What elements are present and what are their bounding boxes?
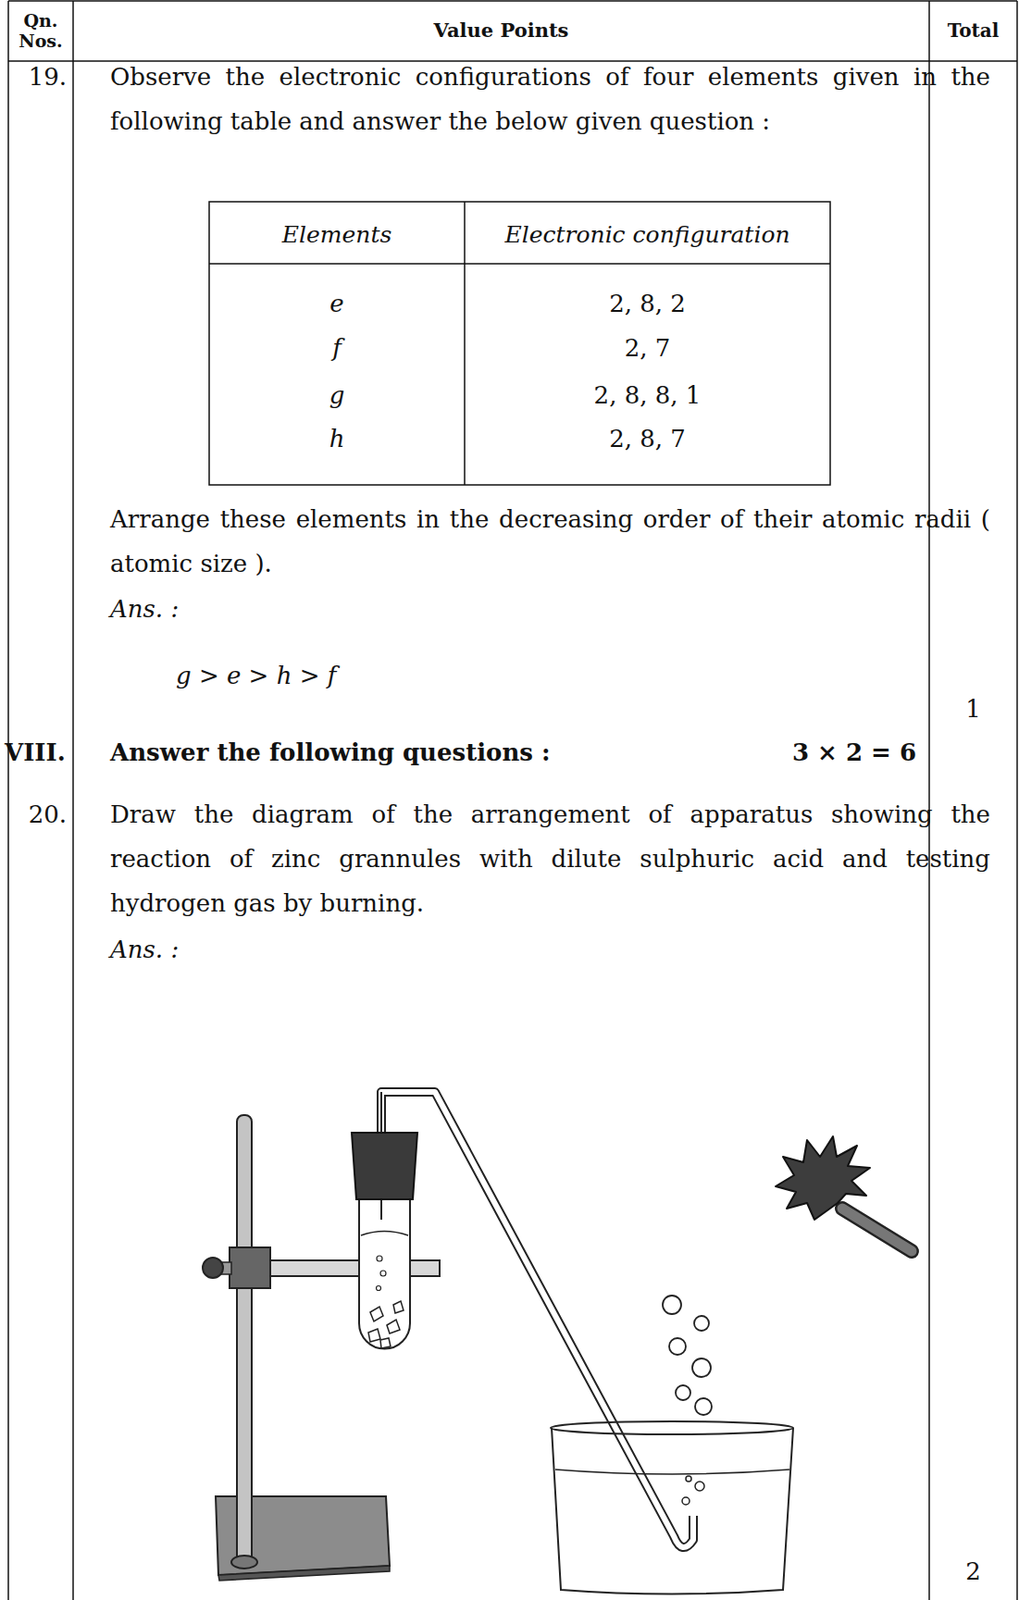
marks: 2 [929, 1549, 1018, 1594]
table-rule [7, 0, 10, 1600]
marks: 1 [929, 686, 1018, 732]
table-cell: 2, 8, 2 [464, 285, 831, 323]
table-cell: g [209, 376, 465, 414]
header-cell: Total [929, 18, 1018, 43]
acid-surface [360, 1231, 409, 1237]
zinc-granule [370, 1306, 384, 1322]
table-rule [463, 201, 466, 485]
gas-bubble [376, 1286, 382, 1292]
gas-bubble [662, 1295, 682, 1315]
table-cell: 2, 7 [464, 329, 831, 367]
question-text: Draw the diagram of the arrangement of a… [110, 792, 991, 926]
gas-bubble [376, 1255, 383, 1262]
table-rule [8, 60, 1018, 63]
zinc-granule [368, 1329, 381, 1343]
table-rule [1016, 0, 1019, 1600]
table-cell: 2, 8, 8, 1 [464, 376, 831, 414]
splinter [842, 1208, 912, 1252]
tube-neck [380, 1092, 383, 1133]
gas-bubble [675, 1385, 691, 1401]
clamp-boss [229, 1247, 271, 1289]
stand-rod [236, 1115, 252, 1565]
gas-bubble [380, 1270, 386, 1277]
clamp-knob [202, 1257, 224, 1279]
gas-bubble [685, 1476, 692, 1482]
gas-bubble [682, 1497, 690, 1505]
flame [775, 1136, 870, 1220]
gas-bubble [694, 1316, 709, 1331]
gas-bubble [695, 1398, 712, 1416]
header-cell: Qn. Nos. [9, 10, 73, 51]
question-text: Observe the electronic configurations of… [110, 54, 991, 144]
zinc-granule [386, 1319, 400, 1334]
table-cell: f [209, 329, 465, 367]
section-heading: Answer the following questions : [110, 730, 666, 775]
apparatus-drawing [202, 1092, 912, 1595]
table-header: Elements [209, 216, 465, 254]
tube-inner-end [380, 1199, 383, 1220]
gas-bubble [695, 1481, 705, 1492]
cork [351, 1132, 418, 1200]
outer-table [8, 0, 1018, 1600]
table-header: Electronic configuration [464, 216, 831, 254]
clamp-arm [268, 1260, 440, 1277]
answer-text: g > e > h > f [175, 653, 639, 698]
delivery-tube [381, 1092, 694, 1548]
gas-bubble [692, 1358, 711, 1378]
table-rule [72, 0, 75, 1600]
zinc-granule [393, 1301, 404, 1314]
answer-label: Ans. : [110, 927, 388, 972]
table-rule [8, 0, 1018, 2]
table-cell: h [209, 420, 465, 458]
table-frame [209, 201, 831, 485]
inner-table [209, 201, 831, 485]
section-marks: 3 × 2 = 6 [647, 730, 917, 775]
beaker [551, 1428, 794, 1595]
rod-foot [231, 1555, 258, 1569]
splinter-core [842, 1208, 912, 1252]
answer-label: Ans. : [110, 586, 388, 632]
question-text: Arrange these elements in the decreasing… [110, 497, 991, 586]
delivery-tube-bore [381, 1092, 694, 1548]
table-cell: 2, 8, 7 [464, 420, 831, 458]
water-surface [555, 1469, 790, 1475]
header-cell: Value Points [73, 18, 930, 43]
gas-bubble [669, 1338, 686, 1355]
zinc-granule [380, 1338, 391, 1349]
table-rule [209, 262, 831, 265]
question-number: 20. [9, 792, 67, 837]
beaker-rim [550, 1421, 794, 1435]
table-cell: e [209, 285, 465, 323]
question-number: 19. [9, 54, 67, 100]
section-number: VIII. [4, 730, 72, 775]
